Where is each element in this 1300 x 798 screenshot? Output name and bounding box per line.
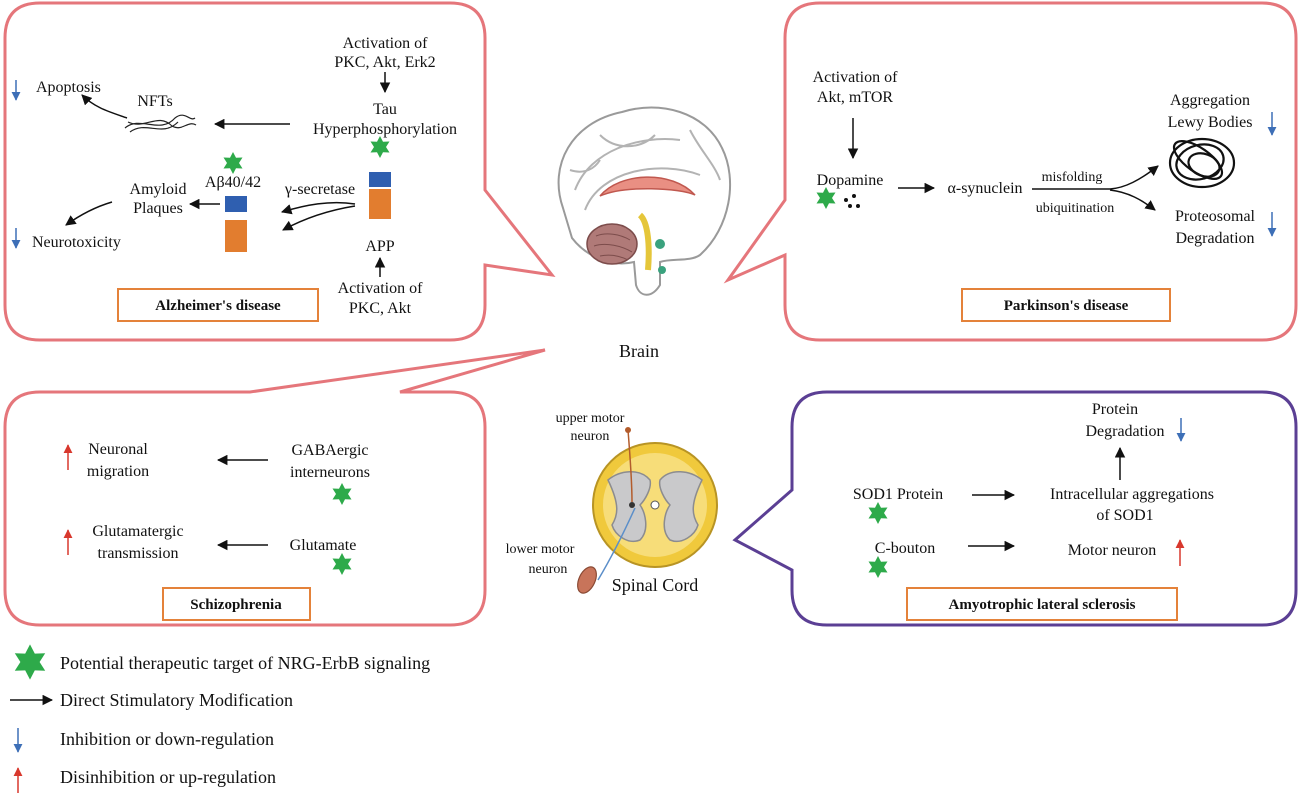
- als-title-box: [906, 587, 1178, 621]
- als-cbouton: C-bouton: [875, 540, 935, 557]
- als-protein-deg-line2: Degradation: [1085, 423, 1164, 440]
- legend-arrow-text: Direct Stimulatory Modification: [60, 690, 293, 710]
- legend-star-text: Potential therapeutic target of NRG-ErbB…: [60, 653, 430, 673]
- alz-arrow-amyloid-neurotox: [65, 201, 113, 226]
- upper-motor-line2: neuron: [571, 429, 610, 444]
- scz-title: Schizophrenia: [190, 597, 282, 613]
- pd-proteosomal-line2: Degradation: [1175, 230, 1254, 247]
- dopamine-dots-icon: [844, 194, 860, 208]
- als-intracellular-line2: of SOD1: [1096, 507, 1153, 524]
- lewy-body-tangle-icon: [1168, 137, 1236, 189]
- brain-illustration: [557, 106, 732, 296]
- pd-arrow-misfolding: [1032, 165, 1159, 190]
- scz-glutamatergic-line1: Glutamatergic: [92, 523, 183, 540]
- legend-down-text: Inhibition or down-regulation: [60, 729, 274, 749]
- spinal-cord-label: Spinal Cord: [612, 575, 699, 595]
- alz-app: APP: [365, 238, 394, 255]
- pd-misfolding: misfolding: [1042, 170, 1103, 185]
- pd-arrow-ubiquitination: [1109, 189, 1156, 211]
- alz-app-orange-bar: [369, 189, 391, 219]
- alz-arrow-gamma-top: [280, 201, 356, 215]
- als-title: Amyotrophic lateral sclerosis: [949, 597, 1136, 613]
- alz-activation-bottom-line1: Activation of: [338, 280, 424, 297]
- alz-tau-line1: Tau: [373, 101, 397, 118]
- pd-title-box: [961, 288, 1171, 322]
- alz-abeta-blue-bar: [225, 196, 247, 212]
- alz-app-blue-bar: [369, 172, 391, 187]
- alz-tau-line2: Hyperphosphorylation: [313, 121, 457, 138]
- legend-star-icon: [14, 644, 46, 680]
- alz-apoptosis: Apoptosis: [36, 79, 101, 96]
- alz-neurotoxicity: Neurotoxicity: [32, 234, 121, 251]
- alz-gamma-secretase: γ-secretase: [284, 181, 355, 198]
- scz-gaba-line2: interneurons: [290, 464, 370, 481]
- spinal-cord-illustration: [577, 427, 718, 594]
- upper-motor-line1: upper motor: [556, 411, 625, 426]
- nfts-tangle-icon: [124, 114, 197, 133]
- als-intracellular-line1: Intracellular aggregations: [1050, 486, 1214, 503]
- alz-nfts: NFTs: [137, 93, 172, 110]
- alz-activation-top-line1: Activation of: [343, 35, 429, 52]
- scz-neuronal-line2: migration: [87, 463, 149, 480]
- parkinson-bubble: [723, 1, 1298, 342]
- alz-arrow-gamma-bottom: [282, 205, 356, 231]
- lower-motor-line1: lower motor: [506, 542, 575, 557]
- alz-arrow-nfts-apoptosis: [81, 94, 128, 119]
- schizophrenia-bubble: [3, 348, 546, 627]
- alz-activation-top-line2: PKC, Akt, Erk2: [334, 54, 435, 71]
- brain-label: Brain: [619, 341, 659, 361]
- als-motor-neuron: Motor neuron: [1068, 542, 1156, 559]
- lower-motor-line2: neuron: [529, 562, 568, 577]
- pd-synuclein: α-synuclein: [947, 180, 1022, 197]
- pd-activation-line1: Activation of: [813, 69, 899, 86]
- alz-title: Alzheimer's disease: [155, 298, 281, 314]
- als-sod1: SOD1 Protein: [853, 486, 943, 503]
- scz-neuronal-line1: Neuronal: [88, 441, 148, 458]
- alz-abeta: Aβ40/42: [205, 174, 261, 191]
- alz-abeta-orange-bar: [225, 220, 247, 252]
- alz-amyloid-line1: Amyloid: [130, 181, 187, 198]
- scz-gaba-line1: GABAergic: [291, 442, 368, 459]
- als-protein-deg-line1: Protein: [1092, 401, 1138, 418]
- legend-up-text: Disinhibition or up-regulation: [60, 767, 276, 787]
- pd-proteosomal-line1: Proteosomal: [1175, 208, 1256, 225]
- alz-activation-bottom-line2: PKC, Akt: [349, 300, 412, 317]
- alz-amyloid-line2: Plaques: [133, 200, 183, 217]
- scz-title-box: [162, 587, 311, 621]
- scz-glutamate: Glutamate: [290, 537, 357, 554]
- pd-activation-line2: Akt, mTOR: [817, 89, 893, 106]
- pd-aggregation-line1: Aggregation: [1170, 92, 1250, 109]
- alzheimer-bubble: [3, 1, 556, 342]
- pd-aggregation-line2: Lewy Bodies: [1168, 114, 1253, 131]
- pd-dopamine: Dopamine: [817, 172, 884, 189]
- pd-title: Parkinson's disease: [1004, 298, 1129, 314]
- scz-glutamatergic-line2: transmission: [98, 545, 179, 562]
- pd-ubiquitination: ubiquitination: [1036, 201, 1115, 216]
- alz-title-box: [117, 288, 319, 322]
